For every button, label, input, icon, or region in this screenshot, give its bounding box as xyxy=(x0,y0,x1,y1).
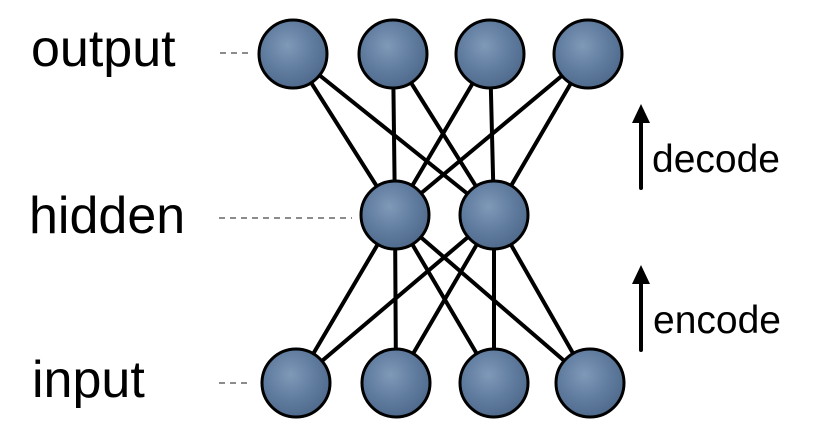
encode-label: encode xyxy=(653,299,781,342)
input-node xyxy=(458,347,530,419)
output-node xyxy=(357,18,429,90)
input-layer xyxy=(260,347,626,419)
edge-h2-o1 xyxy=(291,52,496,217)
decode-annotation: decode xyxy=(632,104,780,190)
decode-label: decode xyxy=(652,138,780,181)
output-node xyxy=(552,18,624,90)
input-layer-label: input xyxy=(32,351,145,409)
decode-arrow-icon xyxy=(632,104,650,123)
input-node xyxy=(360,347,432,419)
output-layer xyxy=(257,18,624,90)
input-node xyxy=(260,347,332,419)
edge-i1-h2 xyxy=(294,213,496,385)
output-node xyxy=(454,18,526,90)
hidden-layer xyxy=(359,179,530,251)
encode-arrow-icon xyxy=(632,265,650,284)
input-node xyxy=(554,347,626,419)
hidden-layer-label: hidden xyxy=(29,187,185,245)
output-layer-label: output xyxy=(31,20,176,78)
hidden-node xyxy=(458,179,530,251)
output-node xyxy=(257,18,329,90)
hidden-node xyxy=(359,179,431,251)
decoder-connections xyxy=(291,52,590,217)
encode-annotation: encode xyxy=(632,265,781,352)
encoder-connections xyxy=(294,213,592,385)
